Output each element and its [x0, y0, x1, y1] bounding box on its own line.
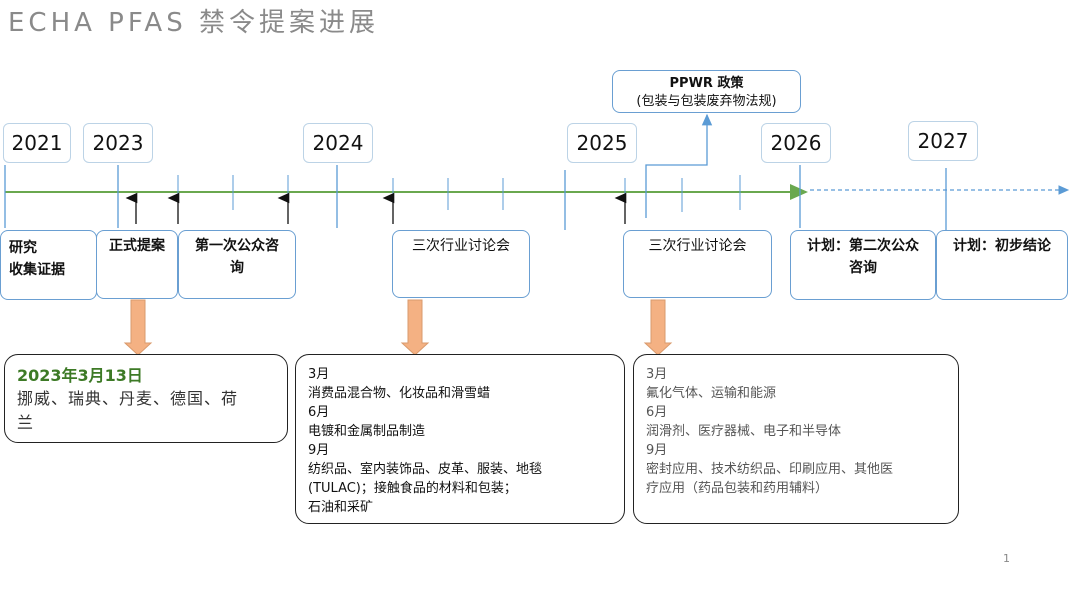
event-research-line2: 收集证据 [9, 262, 65, 278]
month-ticks [177, 175, 741, 212]
year-2023: 2023 [83, 123, 153, 163]
event-conclusion-label: 计划：初步结论 [953, 238, 1051, 254]
detail-2023-date: 2023年3月13日 [17, 366, 143, 385]
detail-2023: 2023年3月13日 挪威、瑞典、丹麦、德国、荷 兰 [4, 354, 288, 443]
event-discuss-2024-label: 三次行业讨论会 [412, 238, 510, 254]
event-consult1: 第一次公众咨 询 [178, 230, 296, 299]
detail-2024: 3月 消费品混合物、化妆品和滑雪蜡 6月 电镀和金属制品制造 9月 纺织品、室内… [295, 354, 625, 524]
event-discuss-2025: 三次行业讨论会 [623, 230, 772, 298]
detail-2024-line: 纺织品、室内装饰品、皮革、服装、地毯 [308, 462, 543, 477]
event-consult2-line2: 咨询 [849, 260, 877, 276]
detail-2024-line: 电镀和金属制品制造 [308, 424, 426, 439]
detail-2025-line: 9月 [646, 443, 668, 458]
year-2026: 2026 [761, 123, 831, 163]
year-ticks [4, 165, 947, 230]
year-2027: 2027 [908, 121, 978, 161]
detail-2025-line: 疗应用（药品包装和药用辅料） [646, 481, 829, 496]
down-arrows [123, 299, 673, 356]
detail-2024-line: (TULAC)；接触食品的材料和包装； [308, 481, 517, 496]
ppwr-policy-box: PPWR 政策 (包装与包装废弃物法规) [612, 70, 801, 113]
detail-2025: 3月 氟化气体、运输和能源 6月 润滑剂、医疗器械、电子和半导体 9月 密封应用… [633, 354, 959, 524]
page-number: 1 [1003, 552, 1010, 565]
detail-2024-line: 9月 [308, 443, 330, 458]
event-research: 研究 收集证据 [0, 230, 97, 300]
year-2024: 2024 [303, 123, 373, 163]
year-2025: 2025 [567, 123, 637, 163]
event-consult2-line1: 计划：第二次公众 [807, 238, 919, 254]
event-consult1-line2: 询 [230, 260, 244, 276]
event-research-line1: 研究 [9, 240, 37, 256]
policy-connector [645, 113, 713, 218]
year-2021: 2021 [3, 123, 71, 163]
event-discuss-2024: 三次行业讨论会 [392, 230, 530, 298]
detail-2024-line: 消费品混合物、化妆品和滑雪蜡 [308, 386, 491, 401]
detail-2025-line: 润滑剂、医疗器械、电子和半导体 [646, 424, 842, 439]
event-conclusion: 计划：初步结论 [936, 230, 1068, 300]
detail-2025-line: 氟化气体、运输和能源 [646, 386, 777, 401]
detail-2024-line: 3月 [308, 367, 330, 382]
detail-2023-line1: 挪威、瑞典、丹麦、德国、荷 [17, 389, 239, 408]
event-discuss-2025-label: 三次行业讨论会 [648, 238, 747, 254]
detail-2025-line: 3月 [646, 367, 668, 382]
ppwr-policy-subtitle: (包装与包装废弃物法规) [636, 94, 777, 109]
detail-2023-line2: 兰 [17, 413, 35, 432]
detail-2024-line: 石油和采矿 [308, 500, 374, 515]
detail-2025-line: 6月 [646, 405, 668, 420]
page-title: ECHA PFAS 禁令提案进展 [8, 8, 379, 38]
ppwr-policy-title: PPWR 政策 [669, 76, 744, 91]
event-consult1-line1: 第一次公众咨 [195, 238, 279, 254]
detail-2025-line: 密封应用、技术纺织品、印刷应用、其他医 [646, 462, 894, 477]
event-arrows [125, 192, 627, 224]
event-proposal: 正式提案 [96, 230, 178, 299]
detail-2024-line: 6月 [308, 405, 330, 420]
event-consult2: 计划：第二次公众 咨询 [790, 230, 936, 300]
event-proposal-label: 正式提案 [109, 238, 165, 254]
